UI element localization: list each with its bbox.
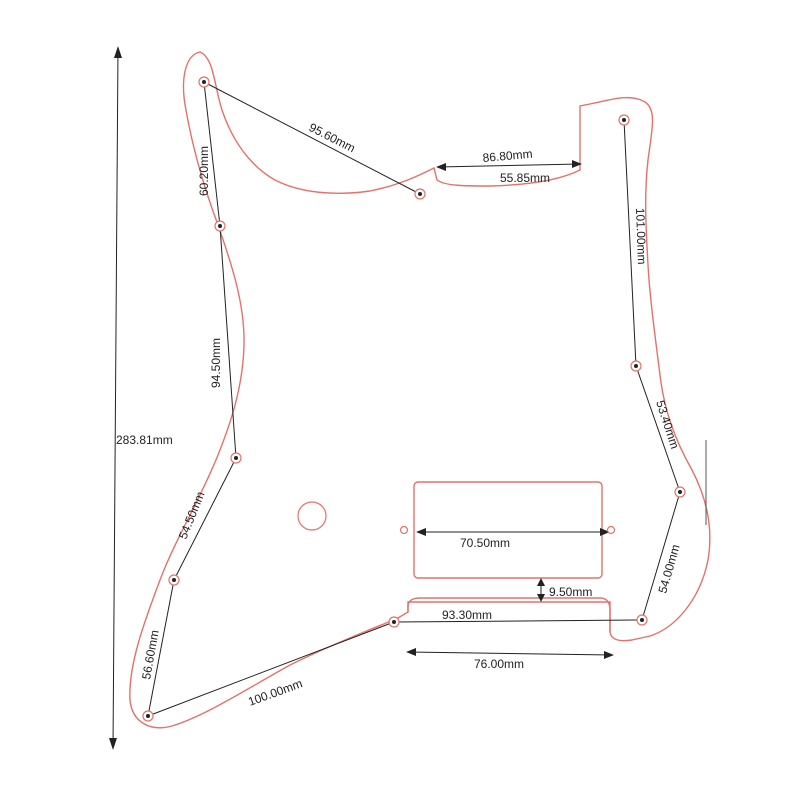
dim-line-60 bbox=[203, 81, 221, 227]
dimension-lines bbox=[109, 46, 681, 750]
dim-line-53 bbox=[635, 365, 681, 493]
control-hole bbox=[297, 501, 327, 531]
arrow-top bbox=[114, 46, 122, 58]
dim-line-86 bbox=[437, 163, 581, 168]
label-76: 76.00mm bbox=[474, 657, 524, 671]
dim-line-100 bbox=[147, 621, 395, 717]
label-93: 93.30mm bbox=[442, 608, 492, 622]
arrow-86-right bbox=[572, 160, 582, 168]
pickup-screw-hole bbox=[399, 525, 409, 535]
screw-hole bbox=[388, 616, 400, 628]
screw-hole bbox=[414, 188, 426, 200]
dim-line-56 bbox=[147, 579, 175, 717]
arrow-bottom bbox=[109, 738, 117, 750]
screw-hole bbox=[230, 452, 242, 464]
label-55: 55.85mm bbox=[500, 171, 550, 185]
arrow-86-left bbox=[436, 163, 446, 171]
pickguard-outline bbox=[129, 51, 711, 729]
pickup-cutout bbox=[413, 481, 603, 579]
label-9: 9.50mm bbox=[549, 585, 592, 599]
dim-line-76 bbox=[407, 651, 613, 656]
arrow-9-bottom bbox=[537, 594, 545, 602]
screw-hole bbox=[214, 220, 226, 232]
dim-line-54-right bbox=[641, 491, 681, 621]
label-53: 53.40mm bbox=[653, 399, 682, 451]
arrow-70-right bbox=[600, 528, 610, 536]
label-94: 94.50mm bbox=[209, 338, 223, 388]
label-54-left: 54.50mm bbox=[176, 489, 208, 541]
label-101: 101.00mm bbox=[633, 208, 649, 265]
label-56: 56.60mm bbox=[139, 629, 161, 681]
label-100: 100.00mm bbox=[246, 676, 304, 709]
screw-hole bbox=[674, 486, 686, 498]
dim-line-101 bbox=[623, 119, 637, 367]
bottom-notch bbox=[407, 601, 611, 632]
label-54-right: 54.00mm bbox=[655, 543, 682, 595]
dim-line-54-left bbox=[173, 457, 237, 581]
arrow-9-top bbox=[537, 578, 545, 586]
overall-height-line bbox=[112, 47, 119, 749]
screw-holes bbox=[142, 76, 686, 722]
screw-hole bbox=[630, 360, 642, 372]
screw-hole bbox=[168, 574, 180, 586]
label-60: 60.20mm bbox=[197, 146, 211, 196]
arrow-76-left bbox=[406, 648, 416, 656]
arrow-70-left bbox=[416, 528, 426, 536]
label-86: 86.80mm bbox=[482, 147, 533, 165]
label-overall-height: 283.81mm bbox=[116, 433, 173, 447]
screw-hole bbox=[198, 76, 210, 88]
dim-line-95 bbox=[203, 81, 421, 195]
arrow-76-right bbox=[604, 651, 614, 659]
label-95: 95.60mm bbox=[307, 120, 358, 155]
screw-hole bbox=[618, 114, 630, 126]
pickup-screw-hole bbox=[606, 525, 616, 535]
dim-line-93 bbox=[393, 619, 643, 623]
screw-hole bbox=[142, 710, 154, 722]
screw-hole bbox=[636, 614, 648, 626]
label-70: 70.50mm bbox=[460, 536, 510, 550]
dim-line-94 bbox=[219, 225, 237, 459]
